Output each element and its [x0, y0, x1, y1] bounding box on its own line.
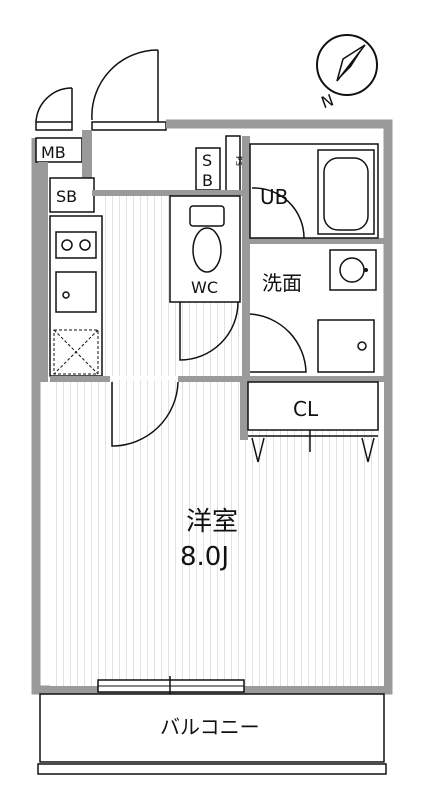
closet — [247, 381, 379, 431]
balcony-rail — [37, 763, 387, 775]
mb-box — [35, 137, 83, 163]
fridge-space-icon — [53, 329, 99, 375]
entrance-frame — [35, 121, 73, 131]
north-label: N — [319, 90, 337, 112]
wc-door-swing — [179, 301, 239, 361]
washer-space-icon — [317, 319, 375, 373]
wc-label: WC — [191, 278, 218, 297]
bathtub-icon — [317, 149, 375, 235]
toilet-icon — [189, 205, 225, 273]
ub-door-swing — [251, 187, 305, 239]
sb2-bottom-label: B — [202, 171, 213, 190]
ps-label: PS — [234, 156, 243, 166]
balcony-label: バルコニー — [160, 715, 260, 739]
room-size: 8.0J — [180, 542, 229, 572]
main-room-floor — [50, 380, 384, 686]
sink-icon — [329, 249, 377, 291]
left-wall-column — [38, 162, 48, 382]
balcony — [39, 693, 385, 763]
north-arrow-icon: N — [316, 34, 378, 112]
closet-doors — [248, 430, 378, 463]
entrance-frame-2 — [91, 121, 167, 131]
sb-label: SB — [56, 187, 77, 206]
wash-bottom-wall — [250, 376, 384, 382]
closet-label: CL — [293, 397, 319, 421]
sink-icon — [55, 271, 97, 313]
sb-box-2 — [195, 147, 221, 191]
ub-left-wall — [242, 136, 250, 380]
cl-left-wall — [240, 382, 248, 440]
balcony-window — [97, 676, 245, 696]
hall-top-wall — [92, 190, 242, 196]
shoebox — [49, 177, 95, 213]
room-door-swing — [111, 381, 179, 447]
entry-left-wall — [82, 130, 92, 180]
wash-door-swing — [249, 313, 307, 373]
room-name: 洋室 — [186, 507, 238, 537]
sb2-top-label: S — [202, 151, 212, 170]
room-top-wall-left — [50, 376, 110, 382]
ub-bottom-wall — [250, 238, 384, 244]
room-top-wall-right — [178, 376, 250, 382]
stove-icon — [55, 231, 97, 259]
outer-wall — [31, 119, 393, 695]
washroom-label: 洗面 — [262, 271, 302, 295]
entrance-door-swing — [35, 49, 159, 124]
mb-label: MB — [41, 143, 66, 162]
